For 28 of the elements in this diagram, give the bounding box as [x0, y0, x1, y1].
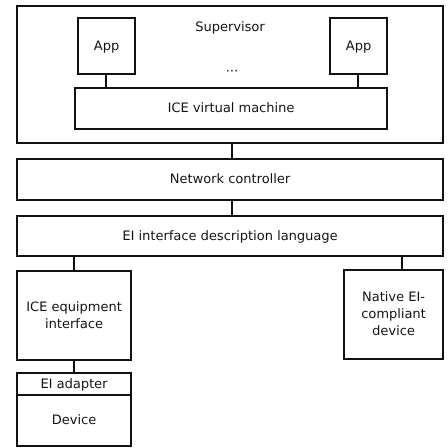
process-box: [77, 17, 136, 75]
container-box: [16, 5, 444, 144]
node-label: Native EI-compliant device: [360, 289, 427, 340]
process-box: [16, 372, 132, 396]
process-box: [343, 269, 444, 360]
node-label: EI adapter: [40, 376, 108, 392]
node-label: ICE virtual machine: [168, 100, 294, 117]
connector-line: [357, 75, 359, 87]
node-label: App: [94, 38, 120, 54]
ellipsis-label: ...: [226, 60, 238, 76]
process-box: [329, 17, 388, 75]
connector-line: [105, 75, 107, 87]
connector-line: [73, 257, 75, 270]
node-label: Network controller: [170, 171, 290, 188]
connector-line: [401, 257, 403, 269]
node-label: Device: [52, 412, 96, 429]
process-box: [74, 87, 388, 130]
connector-line: [73, 361, 75, 372]
process-box: [16, 158, 444, 201]
process-box: [16, 215, 444, 257]
node-label: EI interface description language: [122, 228, 338, 244]
connector-line: [231, 144, 233, 158]
node-label: ICE equipment interface: [25, 298, 123, 332]
node-label: App: [346, 38, 372, 54]
group-title: Supervisor: [195, 19, 265, 36]
connector-line: [231, 201, 233, 215]
process-box: [16, 270, 132, 361]
process-box: [16, 394, 132, 447]
